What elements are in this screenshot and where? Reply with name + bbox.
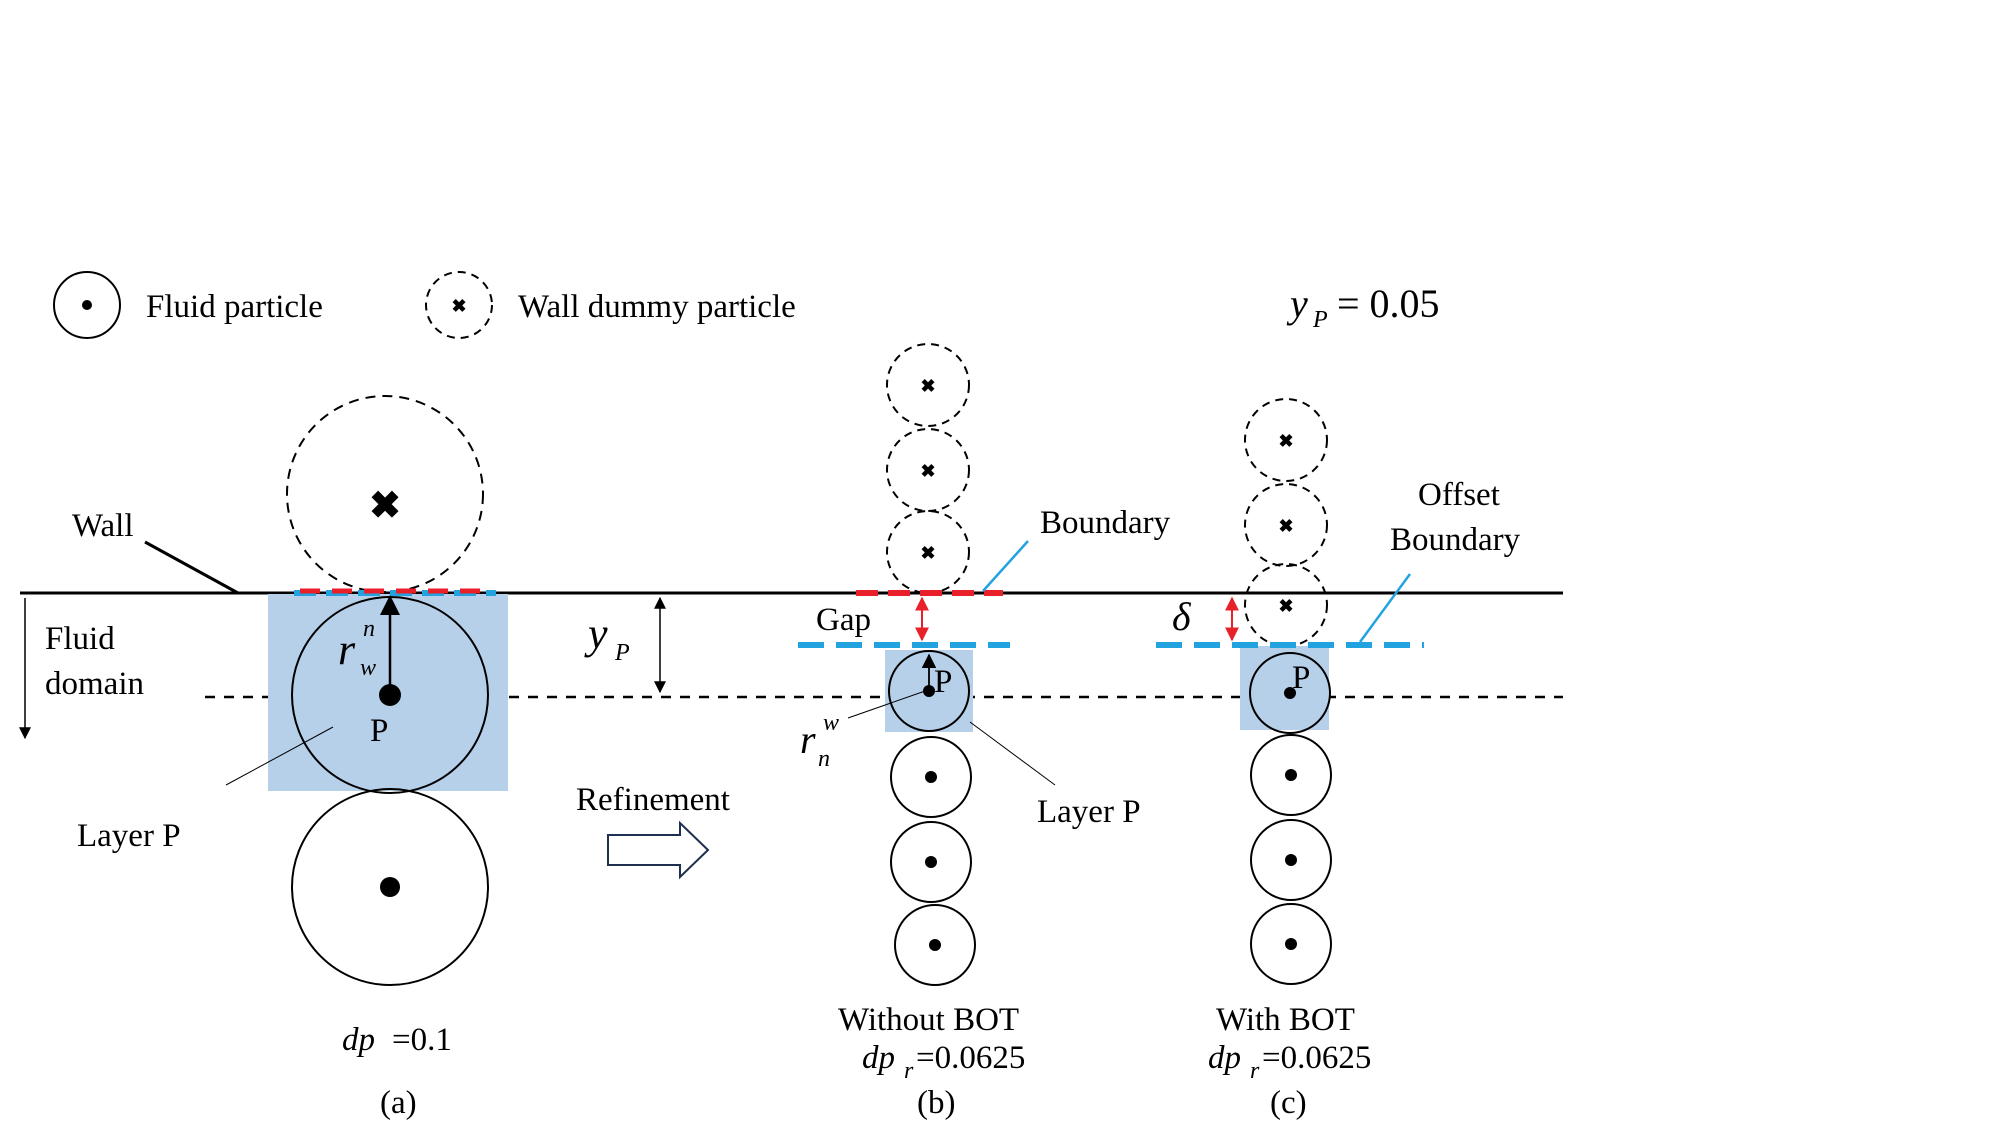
delta-symbol: δ <box>1172 594 1192 639</box>
wall-dummy-particle <box>1244 398 1328 482</box>
svg-text:=0.0625: =0.0625 <box>916 1040 1025 1076</box>
panel-c: ✖ ✖ ✖ δ Offset Boundary P With BOT dp r … <box>1156 398 1521 1121</box>
dp-label: dp <box>342 1022 375 1058</box>
legend: Fluid particle ✖ Wall dummy particle <box>53 271 796 339</box>
svg-text:P: P <box>614 640 630 666</box>
gap-label: Gap <box>816 602 871 638</box>
svg-text:r: r <box>1250 1058 1260 1084</box>
wall-dummy-particle <box>1244 483 1328 567</box>
fluid-particle <box>1250 734 1332 816</box>
particle-label-p: P <box>934 664 952 700</box>
legend-fluid-particle-icon <box>53 271 121 339</box>
wall-dummy-particle <box>886 510 970 594</box>
layer-p-region-c <box>1240 646 1329 730</box>
svg-text:P: P <box>1312 307 1328 333</box>
panel-a: ✖ r w n P Wall Fluid domain Layer P y P … <box>19 395 666 1121</box>
svg-text:✖: ✖ <box>920 543 935 563</box>
fluid-particle-lower <box>291 788 489 986</box>
yp-value-label: y P = 0.05 <box>1286 281 1440 333</box>
right-arrow-icon <box>607 820 710 880</box>
panel-c-title: With BOT <box>1216 1002 1355 1038</box>
legend-wall-dummy-particle-label: Wall dummy particle <box>518 289 796 325</box>
svg-text:Boundary: Boundary <box>1390 522 1521 558</box>
fluid-particle <box>1250 819 1332 901</box>
panel-b: ✖ ✖ ✖ Boundary Gap P r n w Layer P <box>798 343 1171 1121</box>
fluid-domain-label: Fluid <box>45 621 115 657</box>
refinement-label: Refinement <box>576 782 730 818</box>
caption-c: (c) <box>1270 1085 1307 1121</box>
fluid-particle <box>894 904 976 986</box>
particle-label-p: P <box>370 713 388 749</box>
offset-boundary-label: Offset <box>1418 477 1500 513</box>
svg-text:✖: ✖ <box>451 296 466 316</box>
fluid-particle-p <box>1249 652 1331 734</box>
legend-fluid-particle-label: Fluid particle <box>146 289 323 325</box>
svg-text:=0.0625: =0.0625 <box>1262 1040 1371 1076</box>
svg-text:=0.1: =0.1 <box>392 1022 452 1058</box>
radius-symbol: r <box>800 717 816 762</box>
radius-symbol: r <box>338 625 356 674</box>
caption-b: (b) <box>917 1085 955 1121</box>
yp-symbol: y <box>584 609 608 658</box>
dp-label: dp <box>862 1040 895 1076</box>
panel-b-title: Without BOT <box>838 1002 1019 1038</box>
svg-text:n: n <box>363 616 375 642</box>
svg-text:r: r <box>904 1058 914 1084</box>
fluid-particle <box>890 736 972 818</box>
dp-label: dp <box>1208 1040 1241 1076</box>
caption-a: (a) <box>380 1085 417 1121</box>
wall-dummy-particle <box>286 395 484 593</box>
fluid-particle <box>890 821 972 903</box>
wall-label: Wall <box>72 508 134 544</box>
wall-dummy-particle <box>886 428 970 512</box>
wall-dummy-particle <box>886 343 970 427</box>
svg-text:✖: ✖ <box>1278 431 1293 451</box>
svg-text:w: w <box>360 655 376 681</box>
wall-dummy-particle <box>1244 563 1328 647</box>
svg-text:✖: ✖ <box>1278 516 1293 536</box>
layer-p-label: Layer P <box>77 818 181 854</box>
svg-text:n: n <box>818 746 830 772</box>
fluid-particle-p <box>888 650 970 732</box>
fluid-particle <box>1250 903 1332 985</box>
svg-text:✖: ✖ <box>1278 596 1293 616</box>
legend-wall-dummy-particle-icon <box>425 271 493 339</box>
refinement-arrow: Refinement <box>576 782 730 880</box>
svg-text:✖: ✖ <box>920 461 935 481</box>
svg-text:w: w <box>823 710 839 736</box>
svg-text:domain: domain <box>45 666 144 702</box>
cross-icon: ✖ <box>369 485 401 527</box>
layer-p-label: Layer P <box>1037 794 1141 830</box>
svg-text:✖: ✖ <box>920 376 935 396</box>
boundary-label: Boundary <box>1040 505 1171 541</box>
particle-label-p: P <box>1292 660 1310 696</box>
svg-text:y: y <box>1286 281 1308 326</box>
svg-text:= 0.05: = 0.05 <box>1337 281 1440 326</box>
